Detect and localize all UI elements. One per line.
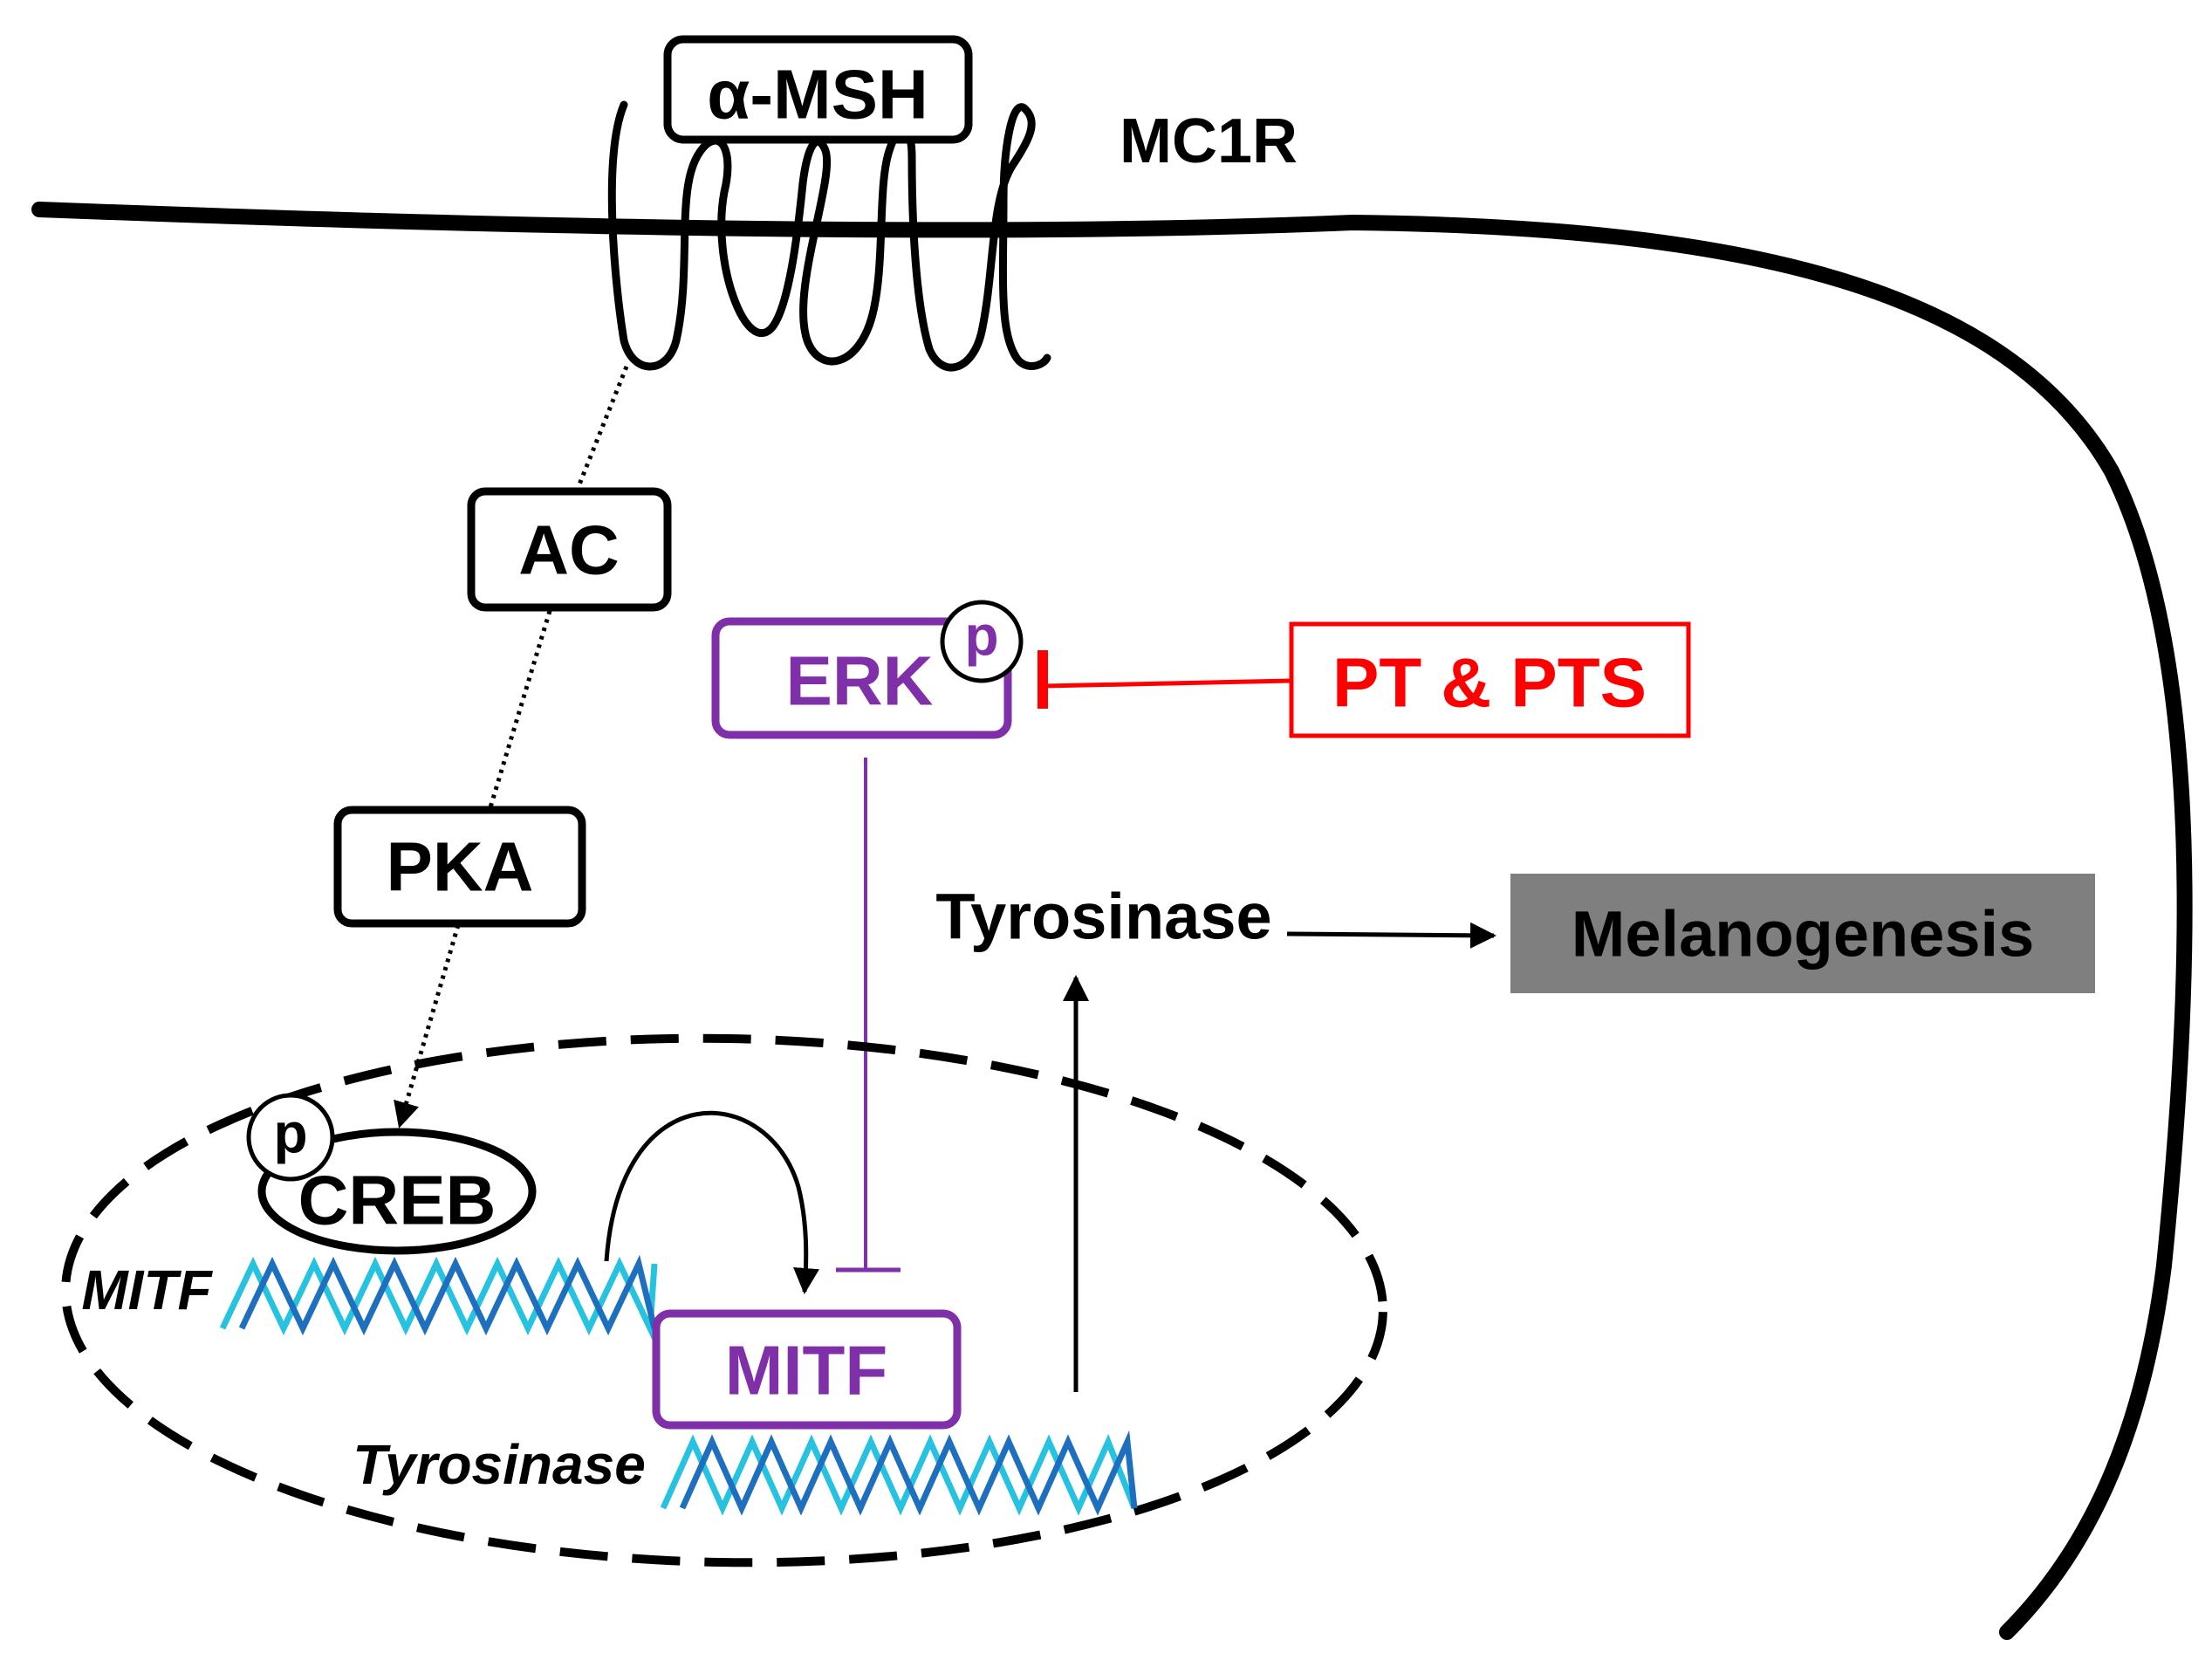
ac-box bbox=[467, 487, 672, 612]
melanogenesis-label: Melanogenesis bbox=[1572, 898, 2035, 971]
dna-strand bbox=[219, 1256, 658, 1341]
pka-box bbox=[333, 806, 586, 928]
alpha-msh-box bbox=[663, 35, 973, 144]
inhibition-line-pt-erk bbox=[1044, 678, 1291, 689]
mitf-protein-label: MITF bbox=[725, 1332, 888, 1410]
mitf-protein-box bbox=[652, 1309, 962, 1430]
mc1r-receptor bbox=[607, 100, 1051, 372]
melanogenesis-box bbox=[1510, 874, 2095, 993]
tyrosinase-dna-helix bbox=[660, 1430, 1138, 1516]
pka-label: PKA bbox=[387, 828, 534, 906]
mitf-expression-arrow bbox=[604, 1110, 819, 1294]
erk-phospho-label: p bbox=[964, 604, 998, 667]
erk-phospho-circle bbox=[940, 600, 1024, 683]
creb-phospho-circle bbox=[246, 1093, 335, 1182]
erk-label: ERK bbox=[786, 642, 934, 720]
ac-label: AC bbox=[518, 511, 620, 589]
alpha-msh-label: α-MSH bbox=[707, 56, 928, 134]
signal-dotted-receptor-ac bbox=[575, 366, 629, 490]
signal-dotted-pka-creb bbox=[394, 924, 461, 1128]
mitf-dna-helix bbox=[219, 1254, 658, 1341]
tyrosinase-protein-label: Tyrosinase bbox=[935, 881, 1271, 953]
mc1r-label: MC1R bbox=[1120, 106, 1298, 176]
cell-membrane bbox=[31, 202, 2193, 1640]
dna-strand bbox=[238, 1254, 658, 1336]
pt-pts-label: PT & PTS bbox=[1332, 644, 1647, 722]
erk-box bbox=[711, 617, 1012, 739]
creb-ellipse bbox=[257, 1128, 537, 1255]
creb-phospho-label: p bbox=[273, 1101, 307, 1164]
signal-dotted-ac-pka bbox=[488, 610, 552, 808]
nucleus bbox=[61, 1033, 1387, 1568]
tyrosinase-to-melanogenesis-arrow bbox=[1286, 922, 1496, 949]
tyrosinase-gene-label: Tyrosinase bbox=[353, 1433, 646, 1496]
creb-label: CREB bbox=[298, 1162, 497, 1239]
pt-pts-box bbox=[1289, 621, 1691, 738]
mitf-gene-label: MITF bbox=[81, 1259, 213, 1321]
dna-strand bbox=[679, 1430, 1138, 1516]
